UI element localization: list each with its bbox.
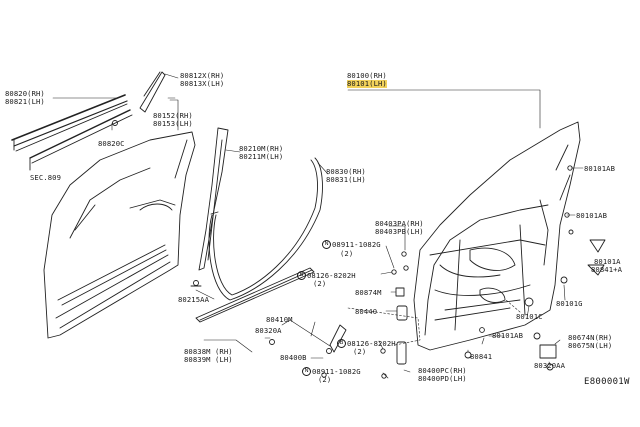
label-80674n-rh: 80674N(RH) xyxy=(568,333,613,342)
label-80101c: 80101C xyxy=(516,312,543,321)
label-08126-8202h-lower: 08126-8202H xyxy=(347,339,396,348)
label-80820-rh: 80820(RH) xyxy=(5,89,45,98)
label-80101ab-middle: 80101AB xyxy=(576,211,607,220)
label-80410m: 80410M xyxy=(266,315,293,324)
label-80820c: 80820C xyxy=(98,139,125,148)
label-qty-lower-n: (2) xyxy=(318,375,332,384)
label-80400b: 80400B xyxy=(280,353,307,362)
label-sec809: SEC.809 xyxy=(30,173,61,182)
n-symbol-lower: N xyxy=(302,367,311,376)
label-80813x-lh: 80813X(LH) xyxy=(180,79,225,88)
weatherstrip xyxy=(208,157,323,301)
b-symbol-upper: B xyxy=(297,271,306,280)
label-80839m-lh: 80839M (LH) xyxy=(184,355,233,364)
label-80400pd-lh: 80400PD(LH) xyxy=(418,374,467,383)
reference-code: E800001W xyxy=(584,377,630,387)
n-symbol-upper: N xyxy=(322,240,331,249)
label-80100-rh: 80100(RH) xyxy=(347,71,387,80)
label-80153-lh: 80153(LH) xyxy=(153,119,193,128)
label-80841: 80841 xyxy=(470,352,493,361)
label-08911-1082g-upper: 08911-1082G xyxy=(332,240,381,249)
label-80440: 80440 xyxy=(355,307,378,316)
label-80812x-rh: 80812X(RH) xyxy=(180,71,225,80)
label-80101a: 80101A xyxy=(594,257,621,266)
label-80215aa: 80215AA xyxy=(178,295,209,304)
inner-door-shell xyxy=(413,121,581,351)
label-80821-lh: 80821(LH) xyxy=(5,97,45,106)
label-08911-1082g-lower: 08911-1082G xyxy=(312,367,361,376)
outer-door-panel xyxy=(43,131,196,339)
label-80101ab-upper: 80101AB xyxy=(584,164,615,173)
b-symbol-lower: B xyxy=(337,339,346,348)
label-80403pa-rh: 80403PA(RH) xyxy=(375,219,424,228)
sash-trim xyxy=(139,71,166,113)
label-80830-rh: 80830(RH) xyxy=(326,167,366,176)
label-80320a: 80320A xyxy=(255,326,282,335)
label-80675n-lh: 80675N(LH) xyxy=(568,341,613,350)
label-80320aa: 80320AA xyxy=(534,361,565,370)
label-80400pc-rh: 80400PC(RH) xyxy=(418,366,467,375)
label-80101ab-lower: 80101AB xyxy=(492,331,523,340)
belt-moulding xyxy=(11,94,133,171)
label-80874m: 80874M xyxy=(355,288,382,297)
fasteners xyxy=(112,120,606,379)
label-80210m-rh: 80210M(RH) xyxy=(239,144,284,153)
label-80831-lh: 80831(LH) xyxy=(326,175,366,184)
sill-strip xyxy=(195,267,315,323)
label-80838m-rh: 80838M (RH) xyxy=(184,347,233,356)
label-08126-8202h-upper: 08126-8202H xyxy=(307,271,356,280)
label-qty-upper-n: (2) xyxy=(340,249,354,258)
leader-lines xyxy=(52,73,584,379)
label-80211m-lh: 80211M(LH) xyxy=(239,152,284,161)
label-80841a: 80841+A xyxy=(591,265,622,274)
label-qty-lower-b: (2) xyxy=(353,347,367,356)
label-80403pb-lh: 80403PB(LH) xyxy=(375,227,424,236)
label-80101g: 80101G xyxy=(556,299,583,308)
pillar-strip xyxy=(198,127,229,271)
label-qty-upper-b: (2) xyxy=(313,279,327,288)
label-80101-lh-highlighted: 80101(LH) xyxy=(347,79,387,88)
label-80152-rh: 80152(RH) xyxy=(153,111,193,120)
